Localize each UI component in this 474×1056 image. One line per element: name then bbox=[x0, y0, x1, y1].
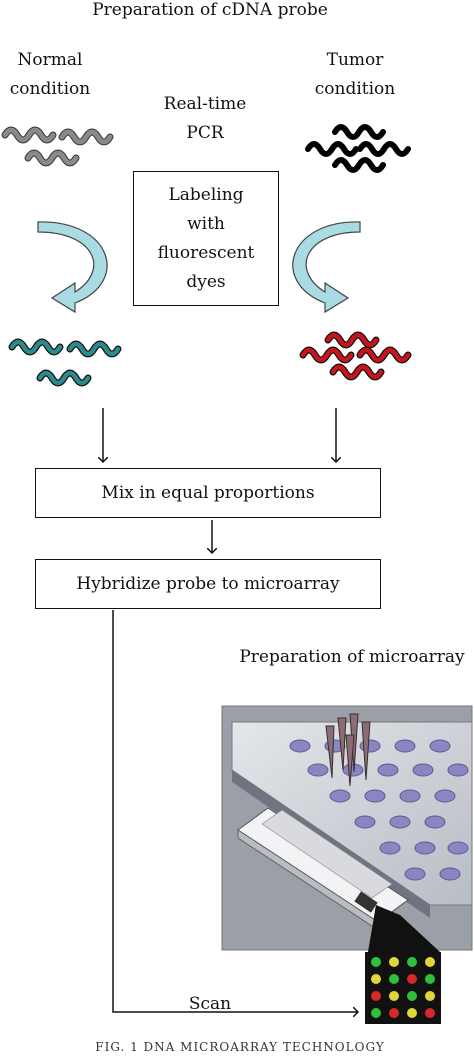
tumor-condition-label: Tumor condition bbox=[314, 50, 396, 99]
dna-strand-icon bbox=[332, 124, 386, 140]
green-labeled-dna-icon bbox=[8, 338, 122, 387]
microarray-section-title: Preparation of microarray bbox=[239, 647, 465, 667]
curved-arrow-right-icon bbox=[292, 221, 361, 314]
flow-arrows bbox=[103, 408, 358, 1012]
dna-strand-icon bbox=[357, 141, 411, 157]
scan-label: Scan bbox=[188, 994, 232, 1014]
dna-strand-icon bbox=[305, 141, 359, 157]
red-labeled-dna-icon bbox=[299, 331, 412, 381]
scan-result-grid bbox=[365, 952, 441, 1024]
mix-step-text: Mix in equal proportions bbox=[101, 482, 315, 503]
well-plate bbox=[231, 721, 473, 906]
labeling-box-text: Labeling with fluorescent dyes bbox=[157, 184, 255, 292]
dna-strand-icon bbox=[25, 150, 79, 166]
mix-step-box: Mix in equal proportions bbox=[35, 468, 381, 518]
zoom-beam bbox=[368, 905, 440, 952]
curved-arrow-left-icon bbox=[37, 221, 108, 314]
tumor-dna-strands-icon bbox=[305, 124, 411, 173]
arrow-hybridize-to-scan bbox=[112, 610, 358, 1012]
pcr-label: Real-time PCR bbox=[163, 94, 247, 143]
probe-section-title: Preparation of cDNA probe bbox=[92, 0, 328, 20]
microarray-robot-image bbox=[221, 705, 473, 952]
labeling-box: Labeling with fluorescent dyes bbox=[133, 171, 279, 306]
normal-dna-strands-icon bbox=[1, 126, 114, 167]
dna-strand-icon bbox=[2, 127, 56, 143]
hybridize-step-text: Hybridize probe to microarray bbox=[76, 573, 340, 594]
glass-slide bbox=[237, 807, 409, 931]
figure-caption: FIG. 1 DNA MICROARRAY TECHNOLOGY bbox=[95, 1040, 385, 1054]
dna-strand-icon bbox=[59, 129, 113, 145]
hybridize-step-box: Hybridize probe to microarray bbox=[35, 559, 381, 609]
normal-condition-label: Normal condition bbox=[9, 50, 91, 99]
dna-strand-icon bbox=[332, 157, 386, 173]
pipette-tip-icon bbox=[325, 713, 371, 787]
